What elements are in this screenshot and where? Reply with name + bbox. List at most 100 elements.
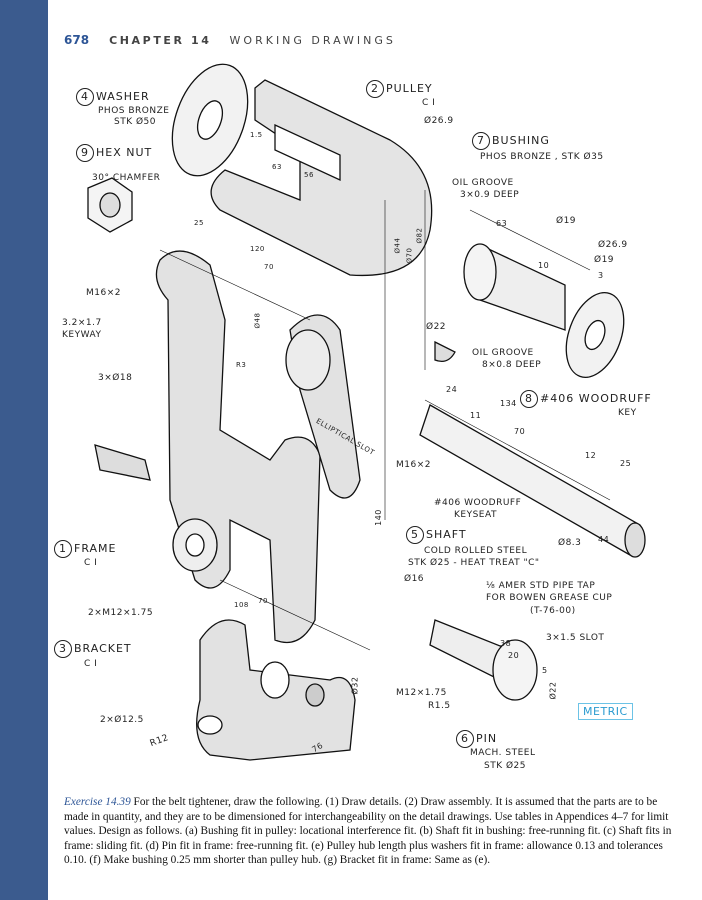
dimension: Ø44: [393, 237, 402, 254]
note: R1.5: [428, 701, 451, 711]
note: KEYWAY: [62, 330, 102, 340]
part-spec: COLD ROLLED STEEL: [424, 546, 528, 556]
dimension: Ø48: [253, 312, 262, 329]
dimension: Ø22: [548, 681, 558, 700]
part-number-badge: 4: [76, 88, 94, 106]
part-name: PULLEY: [386, 82, 433, 95]
part-spec: KEY: [618, 408, 637, 418]
part-number-badge: 7: [472, 132, 490, 150]
part-name: WASHER: [96, 90, 150, 103]
note: M16×2: [86, 288, 121, 298]
dimension: 63: [496, 219, 508, 228]
note: ⅛ AMER STD PIPE TAP: [486, 581, 596, 591]
note: Ø26.9: [598, 240, 628, 250]
part-name: BRACKET: [74, 642, 132, 655]
part-illustrations: [87, 63, 646, 761]
note: 3×1.5 SLOT: [546, 633, 605, 643]
part-spec: PHOS BRONZE: [98, 106, 170, 116]
exercise-caption: Exercise 14.39 For the belt tightener, d…: [64, 795, 684, 868]
note: 3×0.9 DEEP: [460, 190, 520, 200]
part-number-badge: 8: [520, 390, 538, 408]
dimension: 70: [514, 427, 526, 436]
dimension: 38: [500, 639, 512, 648]
dimension: 1.5: [250, 131, 263, 139]
part-number-badge: 2: [366, 80, 384, 98]
dimension: Ø82: [415, 227, 424, 244]
dimension: 24: [446, 385, 458, 394]
part-number-badge: 6: [456, 730, 474, 748]
dimension: 20: [508, 651, 520, 660]
note: Ø19: [556, 216, 577, 226]
part-spec: C I: [84, 558, 98, 568]
chapter-label: CHAPTER 14: [109, 34, 212, 47]
part-spec: STK Ø25: [484, 761, 527, 771]
dimension: 11: [470, 411, 482, 420]
part-number-badge: 9: [76, 144, 94, 162]
note: (T-76-00): [530, 606, 576, 616]
part-name: FRAME: [74, 542, 117, 555]
part-number-badge: 3: [54, 640, 72, 658]
dimension: Ø70: [405, 247, 414, 264]
dimension: 10: [538, 261, 550, 270]
pulley-part: [210, 79, 433, 277]
dimension: 56: [304, 171, 314, 179]
bolt-part: [94, 444, 151, 481]
note: 30° CHAMFER: [92, 173, 161, 183]
part-spec: STK Ø50: [114, 117, 157, 127]
part-number-badge: 1: [54, 540, 72, 558]
dimension: 25: [620, 459, 632, 468]
dimension: 70: [264, 263, 274, 271]
part-name: SHAFT: [426, 528, 467, 541]
part-spec: C I: [422, 98, 436, 108]
note: 2×Ø12.5: [100, 715, 144, 725]
note: M12×1.75: [396, 688, 447, 698]
part-name: #406 WOODRUFF: [540, 392, 652, 405]
frame-part: [155, 250, 321, 644]
dimension: 108: [234, 601, 249, 609]
dimension: R3: [236, 361, 247, 369]
part-name: HEX NUT: [96, 146, 153, 159]
note: Ø22: [426, 322, 447, 332]
note: Ø19: [594, 255, 615, 265]
dimension: 25: [194, 219, 204, 227]
dimension: 44: [598, 535, 610, 544]
note: 2×M12×1.75: [88, 608, 154, 618]
note: OIL GROOVE: [452, 178, 514, 188]
note: #406 WOODRUFF: [434, 498, 522, 508]
dimension: 140: [373, 509, 383, 526]
note: FOR BOWEN GREASE CUP: [486, 593, 613, 603]
dimension: 70: [258, 597, 268, 605]
dimension: 63: [272, 163, 282, 171]
note: 8×0.8 DEEP: [482, 360, 542, 370]
part-spec: STK Ø25 - HEAT TREAT "C": [408, 558, 540, 568]
note: Ø26.9: [424, 116, 454, 126]
note: 3×Ø18: [98, 373, 133, 383]
note: M16×2: [396, 460, 431, 470]
woodruff-key-part: [434, 340, 456, 363]
part-number-badge: 5: [406, 526, 424, 544]
part-spec: MACH. STEEL: [470, 748, 536, 758]
note: Ø16: [404, 574, 425, 584]
note: KEYSEAT: [454, 510, 497, 520]
note: OIL GROOVE: [472, 348, 534, 358]
callout-woodruff-key: 8#406 WOODRUFF: [520, 390, 652, 408]
note: 3.2×1.7: [62, 318, 102, 328]
dimension: 5: [542, 666, 548, 675]
washer-part: [171, 63, 249, 177]
metric-badge: METRIC: [578, 703, 633, 720]
part-name: BUSHING: [492, 134, 550, 147]
note: Ø8.3: [558, 538, 582, 548]
chapter-title: WORKING DRAWINGS: [229, 34, 396, 47]
part-spec: C I: [84, 659, 98, 669]
dimension: 3: [598, 271, 604, 280]
